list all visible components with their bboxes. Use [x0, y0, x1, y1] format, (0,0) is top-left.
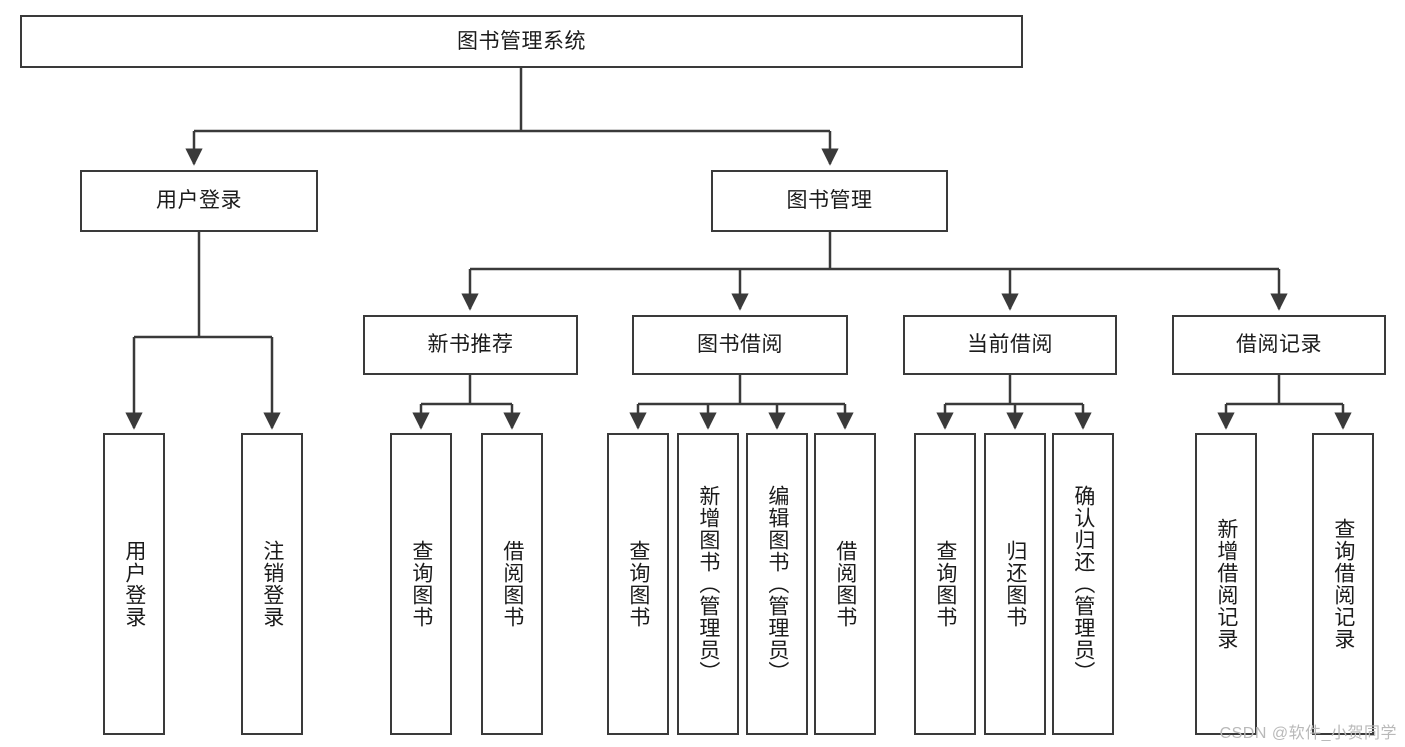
- node-book-borrow[interactable]: 图书借阅: [632, 315, 848, 375]
- node-leaf-user-login[interactable]: 用户登录: [103, 433, 165, 735]
- node-leaf-add-book[interactable]: 新增图书（管理员）: [677, 433, 739, 735]
- node-leaf-borrow-book-1[interactable]: 借阅图书: [481, 433, 543, 735]
- node-borrow-record[interactable]: 借阅记录: [1172, 315, 1386, 375]
- node-book-manage[interactable]: 图书管理: [711, 170, 948, 232]
- node-leaf-borrow-book-2[interactable]: 借阅图书: [814, 433, 876, 735]
- node-leaf-return-book[interactable]: 归还图书: [984, 433, 1046, 735]
- node-leaf-edit-book[interactable]: 编辑图书（管理员）: [746, 433, 808, 735]
- node-leaf-user-logout[interactable]: 注销登录: [241, 433, 303, 735]
- node-leaf-query-book-3[interactable]: 查询图书: [914, 433, 976, 735]
- node-root[interactable]: 图书管理系统: [20, 15, 1023, 68]
- node-leaf-confirm-return[interactable]: 确认归还（管理员）: [1052, 433, 1114, 735]
- node-leaf-query-book-2[interactable]: 查询图书: [607, 433, 669, 735]
- node-leaf-add-record[interactable]: 新增借阅记录: [1195, 433, 1257, 735]
- node-user-login[interactable]: 用户登录: [80, 170, 318, 232]
- node-leaf-query-book-1[interactable]: 查询图书: [390, 433, 452, 735]
- node-leaf-query-record[interactable]: 查询借阅记录: [1312, 433, 1374, 735]
- node-new-book-recommend[interactable]: 新书推荐: [363, 315, 578, 375]
- node-current-borrow[interactable]: 当前借阅: [903, 315, 1117, 375]
